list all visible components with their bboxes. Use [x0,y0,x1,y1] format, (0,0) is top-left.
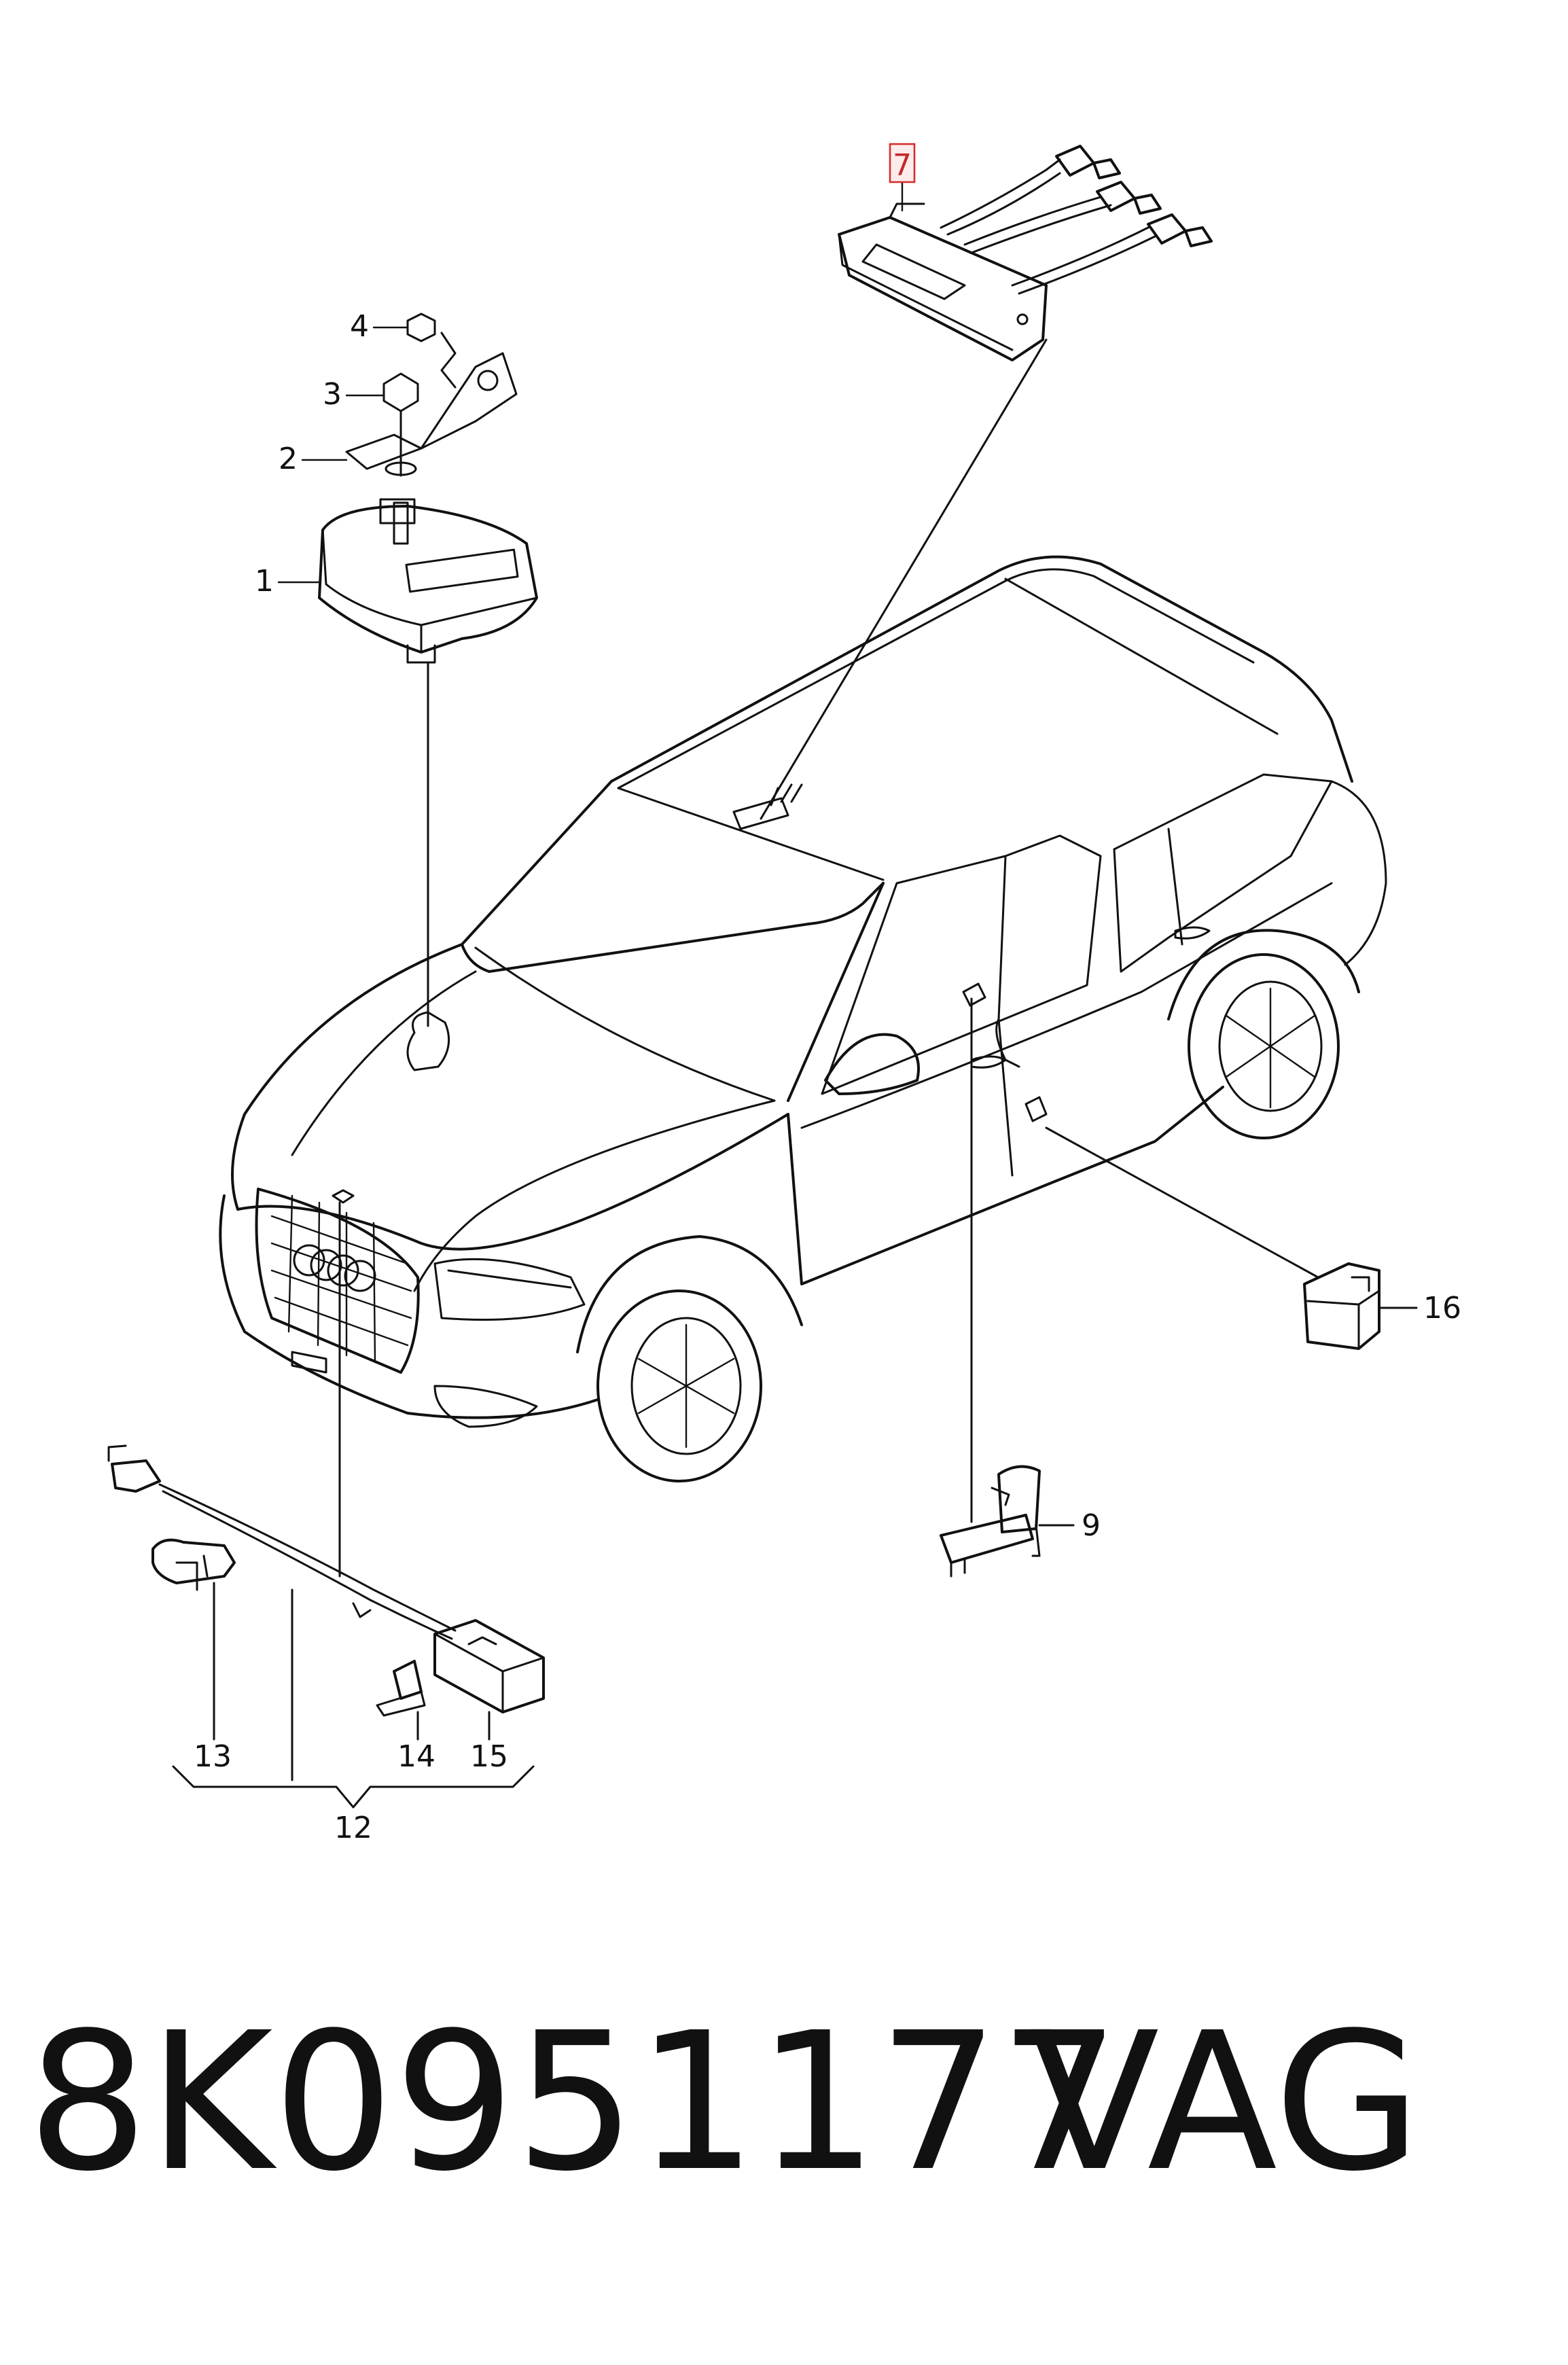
part-9-sensor [940,982,1075,1578]
part-number: 8K0951177 [27,1992,1120,2213]
callout-13[interactable]: 13 [194,1739,232,1774]
callout-2[interactable]: 2 [279,442,298,476]
callout-3[interactable]: 3 [323,377,342,412]
part-12-wiring-harness [107,1189,545,1809]
part-4-nut [406,313,457,389]
brand-label: VAG [1029,1992,1422,2213]
part-16-sensor [1024,1096,1418,1350]
part-7-module [732,145,1213,830]
callout-14[interactable]: 14 [397,1739,435,1774]
callout-15[interactable]: 15 [470,1739,508,1774]
part-2-bracket [345,352,518,470]
part-3-nut [382,372,419,545]
callout-4[interactable]: 4 [350,309,369,344]
callout-16[interactable]: 16 [1423,1291,1461,1326]
car-illustration [219,555,1387,1482]
callout-9[interactable]: 9 [1082,1508,1101,1543]
callout-1[interactable]: 1 [255,564,274,599]
callout-7-highlight [889,143,916,183]
part-1-control-unit [318,498,538,664]
callout-12[interactable]: 12 [334,1811,372,1845]
callout-7[interactable]: 7 [893,148,912,183]
